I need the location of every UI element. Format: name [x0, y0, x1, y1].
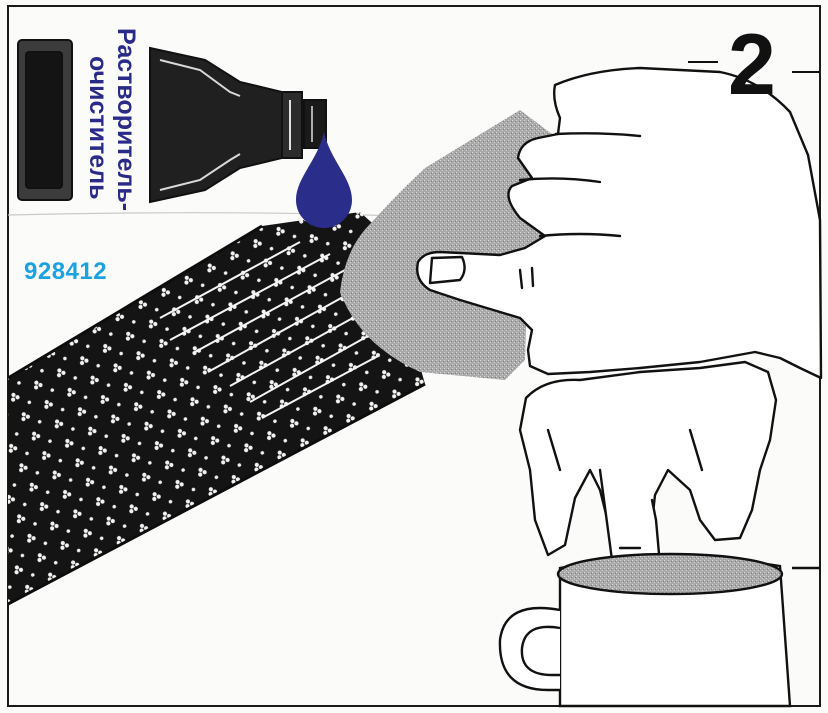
step-number: 2	[728, 22, 776, 108]
article-number: 928412	[24, 258, 107, 286]
product-name-line-2: очиститель	[84, 28, 112, 211]
product-name-line-1: Растворитель-	[112, 28, 140, 211]
solvent-bottle-illustration	[18, 40, 326, 202]
container	[500, 554, 820, 706]
product-name-label: Растворитель- очиститель	[84, 28, 140, 211]
